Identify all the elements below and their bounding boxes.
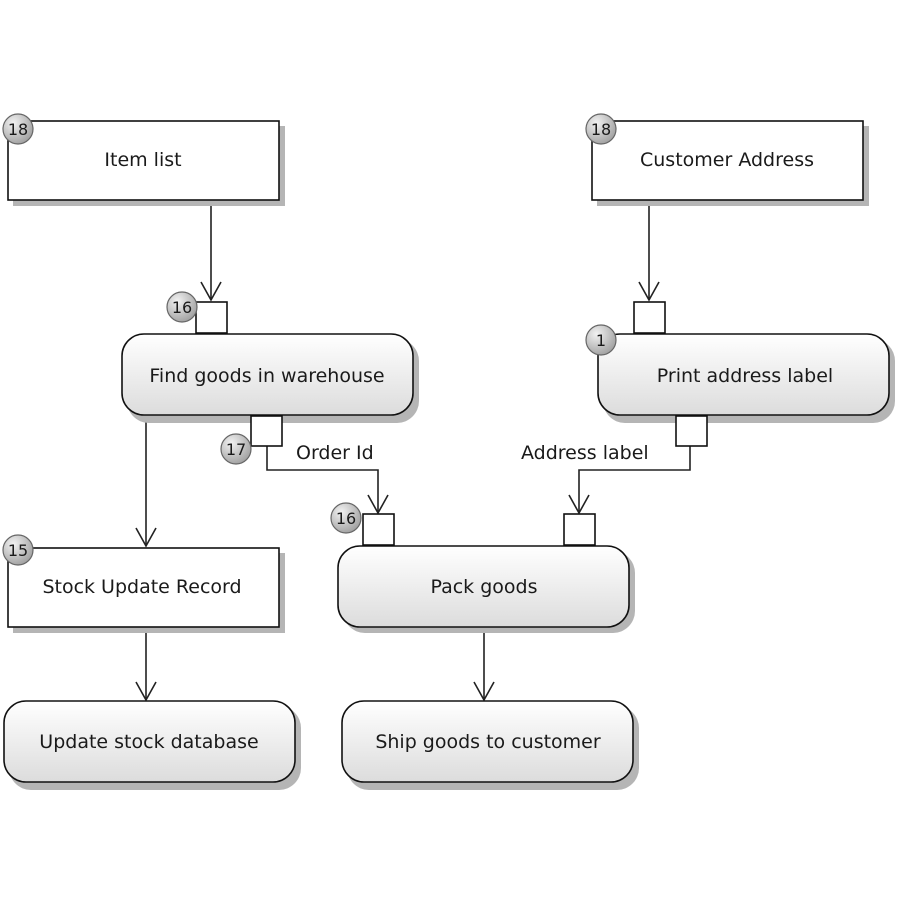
action-ship-goods[interactable]: Ship goods to customer <box>341 700 639 790</box>
arrowhead-find-input <box>200 281 222 302</box>
action-find-goods[interactable]: Find goods in warehouse <box>121 333 419 423</box>
badge-find-input-text: 16 <box>172 298 192 317</box>
pack-goods-label: Pack goods <box>430 576 537 598</box>
pack-goods-address-pin[interactable] <box>563 513 596 546</box>
item-list-label: Item list <box>104 149 181 171</box>
find-goods-output-pin[interactable] <box>250 415 283 447</box>
flow-label-address-label: Address label <box>521 442 649 464</box>
action-update-stock-database[interactable]: Update stock database <box>3 700 301 790</box>
object-node-item-list[interactable]: Item list <box>7 120 285 206</box>
action-pack-goods[interactable]: Pack goods <box>337 545 635 633</box>
edge-order-id <box>266 446 379 513</box>
badge-print-label: 1 <box>585 324 617 356</box>
stock-update-record-label: Stock Update Record <box>42 576 241 598</box>
find-goods-label: Find goods in warehouse <box>149 365 384 387</box>
flow-label-order-id: Order Id <box>296 442 374 464</box>
object-node-customer-address[interactable]: Customer Address <box>591 120 869 206</box>
badge-customer-address: 18 <box>585 113 617 145</box>
ship-goods-label: Ship goods to customer <box>375 731 601 753</box>
print-label-output-pin[interactable] <box>675 415 708 447</box>
pack-goods-orderid-pin[interactable] <box>362 513 395 546</box>
print-label-label: Print address label <box>657 365 833 387</box>
badge-find-input: 16 <box>166 291 198 323</box>
badge-item-list-text: 18 <box>8 120 28 139</box>
badge-customer-address-text: 18 <box>591 120 611 139</box>
badge-print-label-text: 1 <box>596 331 606 350</box>
badge-pack-input-text: 16 <box>336 509 356 528</box>
arrowhead-pack-address <box>568 494 590 515</box>
arrowhead-pack-orderid <box>367 494 389 515</box>
badge-find-output: 17 <box>220 433 252 465</box>
edge-address-label <box>578 446 691 513</box>
customer-address-label: Customer Address <box>640 149 814 171</box>
object-node-stock-update-record[interactable]: Stock Update Record <box>7 547 285 633</box>
update-stock-label: Update stock database <box>39 731 258 753</box>
action-print-address-label[interactable]: Print address label <box>597 333 895 423</box>
badge-find-output-text: 17 <box>226 440 246 459</box>
badge-stock-update-record-text: 15 <box>8 541 28 560</box>
arrowhead-print-input <box>638 281 660 302</box>
find-goods-input-pin[interactable] <box>195 301 228 334</box>
badge-pack-input: 16 <box>330 502 362 534</box>
arrowhead-stock-record <box>135 527 157 548</box>
arrowhead-ship <box>473 681 495 702</box>
arrowhead-update-stock <box>135 681 157 702</box>
badge-item-list: 18 <box>2 113 34 145</box>
badge-stock-update-record: 15 <box>2 534 34 566</box>
print-label-input-pin[interactable] <box>633 301 666 334</box>
